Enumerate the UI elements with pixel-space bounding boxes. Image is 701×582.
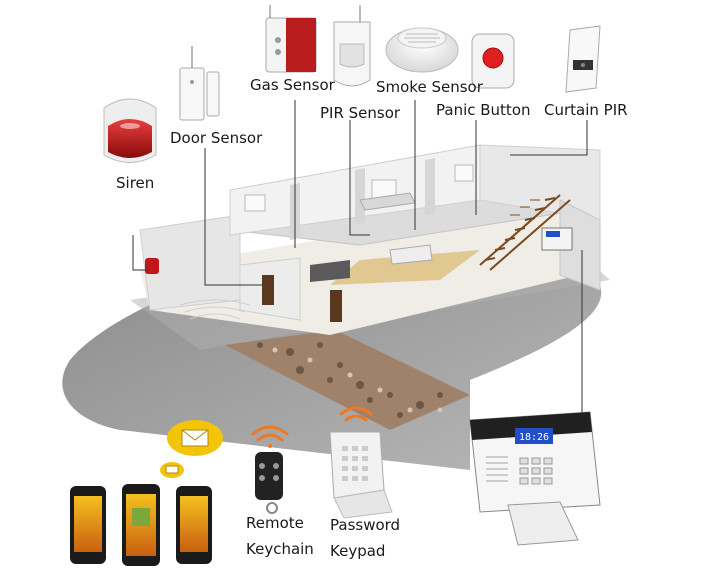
alarm-control-panel: 18:26: [469, 411, 601, 546]
rug: [330, 250, 480, 285]
gas-sensor-device: [265, 5, 317, 73]
keypad-label-line1: Password: [330, 516, 401, 534]
panic-button-label: Panic Button: [436, 101, 531, 119]
curtain-pir-device: [565, 25, 601, 93]
house-siren: [145, 258, 159, 274]
remote-label-line1: Remote: [246, 514, 304, 532]
leader-lines: [132, 100, 588, 420]
smoke-sensor-device: [385, 27, 459, 73]
curtain-pir-label: Curtain PIR: [544, 101, 628, 119]
keypad-label-line2: Keypad: [330, 542, 386, 560]
door-sensor-device: [179, 46, 220, 121]
pir-sensor-device: [333, 5, 371, 87]
small-envelope-icon: [160, 462, 184, 478]
keypad-wifi-icon: [339, 406, 373, 422]
envelope-icon: [167, 420, 223, 456]
wifi-icon: [251, 425, 289, 448]
lcd-display: [515, 428, 553, 444]
staircase: [479, 194, 571, 271]
gravel-path: [225, 330, 470, 430]
gas-sensor-label: Gas Sensor: [250, 76, 335, 94]
remote-keychain-device: [255, 452, 283, 514]
siren-device: [103, 98, 157, 163]
password-keypad-device: [329, 431, 393, 519]
door-sensor-label: Door Sensor: [170, 129, 263, 147]
floor-pattern: [179, 299, 251, 320]
house-walls: [139, 144, 601, 322]
lcd-time: 18:26: [519, 432, 549, 443]
pir-sensor-label: PIR Sensor: [320, 104, 401, 122]
front-door: [262, 275, 274, 305]
siren-label: Siren: [116, 174, 155, 192]
smoke-sensor-label: Smoke Sensor: [376, 78, 483, 96]
wall-panel: [541, 227, 573, 251]
phone-icon: [70, 484, 212, 566]
remote-label-line2: Keychain: [246, 540, 314, 558]
panic-button-device: [471, 33, 515, 89]
